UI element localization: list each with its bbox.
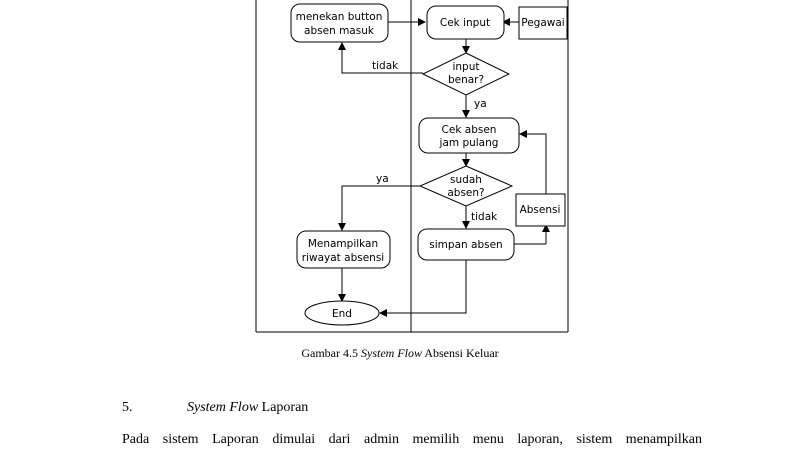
swimlane-frame — [255, 0, 569, 333]
body-paragraph: Pada sistem Laporan dimulai dari admin m… — [122, 432, 702, 447]
caption-prefix: Gambar 4.5 — [301, 346, 361, 360]
node-pegawai-document — [518, 6, 568, 40]
node-input-valid-decision — [421, 52, 511, 96]
node-save-attendance — [417, 228, 515, 261]
node-already-attended-decision — [418, 165, 514, 207]
node-texts: menekan button absen masuk Cek input Peg… — [296, 11, 565, 320]
connector-attended-to-history — [338, 185, 420, 231]
text-already-attended-1: sudah — [450, 174, 482, 186]
node-absensi-document — [515, 193, 566, 227]
connector-invalid-back — [338, 42, 423, 74]
label-input-yes: ya — [474, 98, 487, 110]
text-absensi: Absensi — [520, 204, 561, 216]
node-press-button — [290, 3, 389, 43]
system-flow-diagram: menekan button absen masuk Cek input Peg… — [255, 0, 569, 333]
text-check-attendance-1: Cek absen — [442, 124, 497, 136]
text-pegawai: Pegawai — [521, 17, 564, 29]
label-input-no: tidak — [372, 60, 399, 72]
connector-save-to-end — [379, 260, 467, 317]
node-show-history — [296, 230, 391, 269]
connector-absensi-to-check — [519, 130, 547, 194]
figure-caption: Gambar 4.5 System Flow Absensi Keluar — [0, 346, 800, 361]
node-end-terminator — [304, 300, 380, 326]
caption-italic: System Flow — [361, 346, 422, 360]
text-check-attendance-2: jam pulang — [439, 137, 499, 149]
text-input-valid-1: input — [452, 61, 479, 73]
branch-labels: tidak ya ya tidak — [372, 60, 498, 223]
text-save-attendance: simpan absen — [429, 239, 502, 251]
node-check-attendance — [418, 117, 520, 154]
text-press-button-2: absen masuk — [304, 25, 375, 37]
caption-suffix: Absensi Keluar — [422, 346, 499, 360]
label-attended-yes: ya — [376, 173, 389, 185]
text-end: End — [332, 308, 352, 320]
flow-connectors — [338, 18, 550, 317]
section-number: 5. — [122, 400, 133, 415]
text-press-button-1: menekan button — [296, 11, 383, 23]
section-title-rest: Laporan — [258, 400, 309, 415]
text-already-attended-2: absen? — [447, 187, 484, 199]
text-check-input: Cek input — [440, 17, 490, 29]
section-heading: 5. System Flow Laporan — [122, 400, 308, 416]
section-title-italic: System Flow — [187, 400, 259, 415]
section-title: System Flow Laporan — [187, 400, 308, 416]
flow-nodes — [290, 3, 568, 326]
text-show-history-1: Menampilkan — [308, 238, 378, 250]
node-check-input — [426, 5, 505, 40]
text-show-history-2: riwayat absensi — [302, 252, 384, 264]
text-input-valid-2: benar? — [448, 74, 484, 86]
label-attended-no: tidak — [471, 211, 498, 223]
